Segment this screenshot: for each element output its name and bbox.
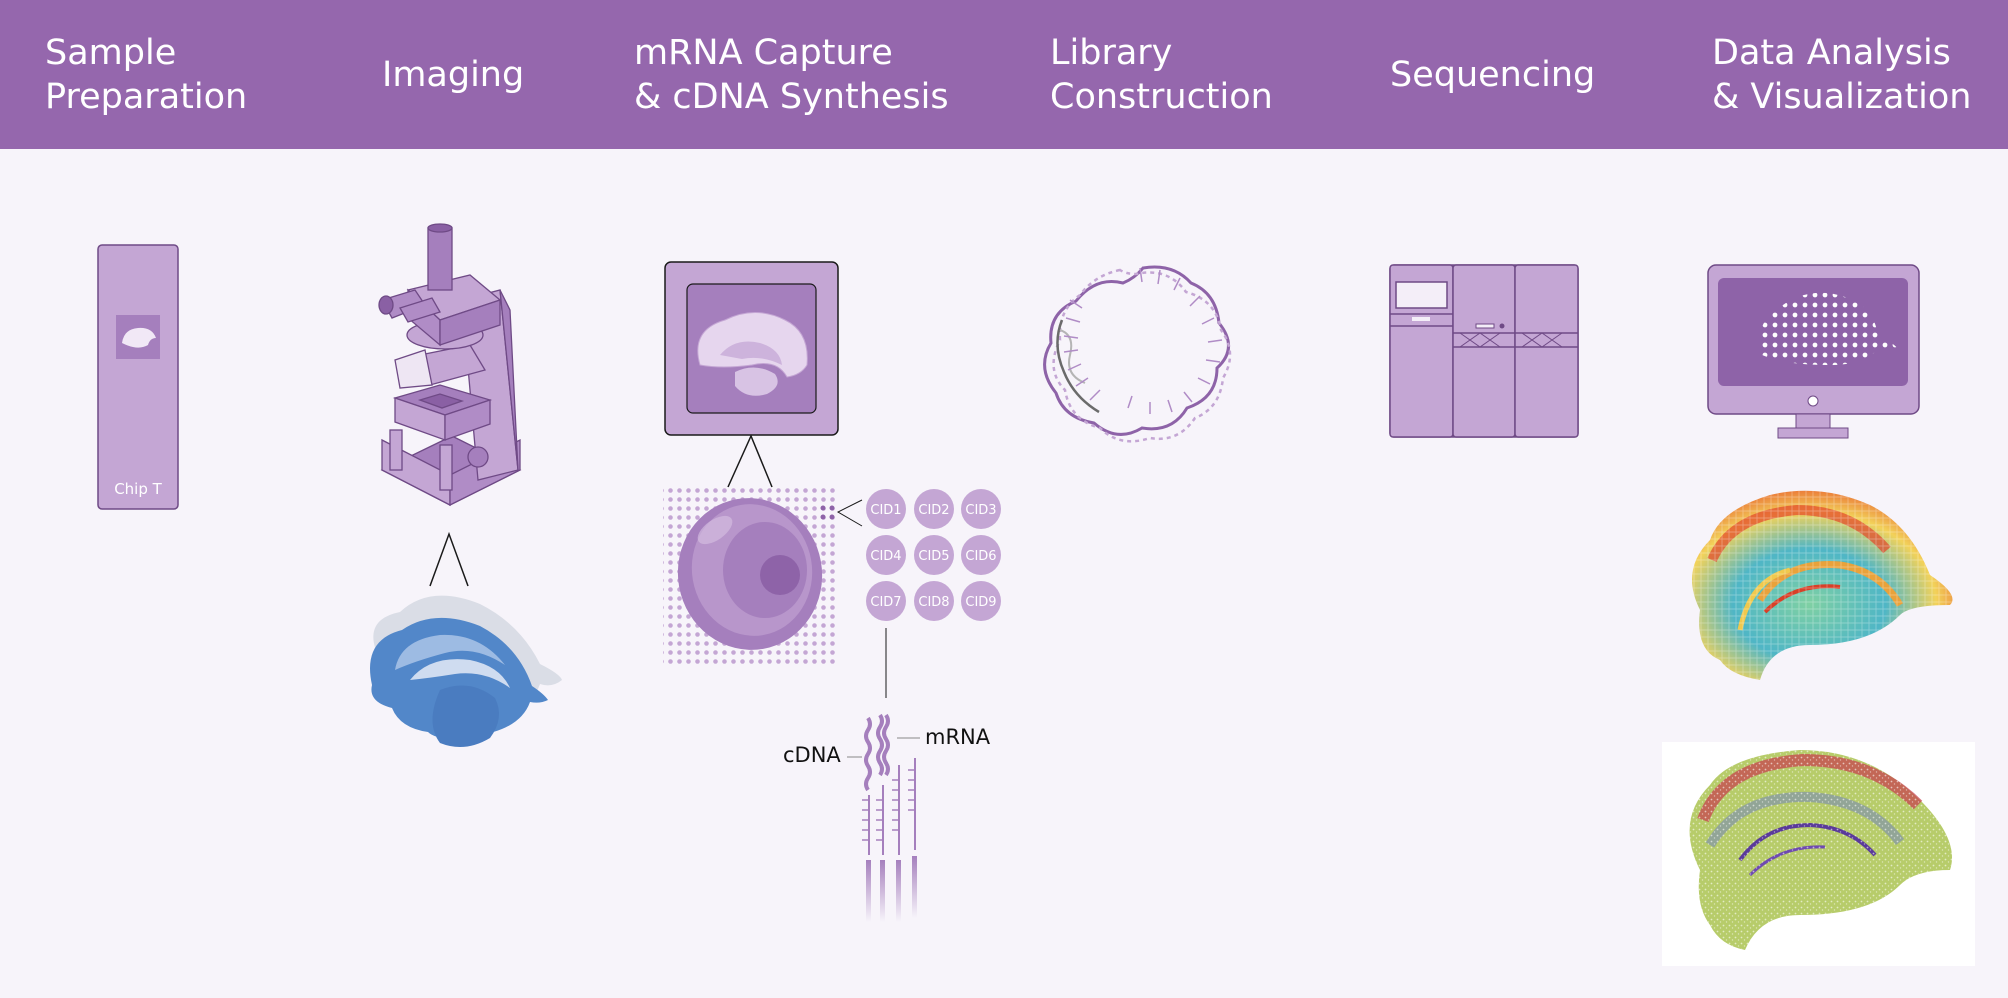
cid-label: CID4 <box>870 549 901 564</box>
step-sample-preparation: Sample Preparation <box>45 32 248 117</box>
cid-label: CID9 <box>965 595 996 610</box>
tissue-section-icon <box>370 595 562 747</box>
step-library-construction: Library Construction <box>1050 32 1273 117</box>
cid-label: CID7 <box>870 595 901 610</box>
cid-label: CID6 <box>965 549 996 564</box>
cid-label: CID3 <box>965 503 996 518</box>
step-sequencing: Sequencing <box>1390 54 1596 95</box>
capture-zoom-lines <box>727 434 773 488</box>
cid-label: CID2 <box>918 503 949 518</box>
cid-circle <box>961 489 1001 529</box>
chip-slide-icon: Chip T <box>97 244 179 510</box>
cell-icon <box>663 488 838 664</box>
cid-circle <box>866 535 906 575</box>
cid-label: CID1 <box>870 503 901 518</box>
step-data-analysis: Data Analysis & Visualization <box>1712 32 1972 117</box>
cid-circle <box>914 581 954 621</box>
cid-zoom-lines <box>836 499 863 527</box>
cid-circle <box>961 581 1001 621</box>
step-imaging: Imaging <box>382 54 525 95</box>
microscope-icon <box>378 223 522 507</box>
sequencer-icon <box>1389 264 1579 438</box>
monitor-icon <box>1707 264 1920 439</box>
cid-circle <box>914 489 954 529</box>
step-mrna-capture: mRNA Capture & cDNA Synthesis <box>634 32 949 117</box>
mrna-label: mRNA <box>925 725 991 749</box>
cid-label: CID5 <box>918 549 949 564</box>
cdna-label: cDNA <box>783 743 841 767</box>
cid-circle <box>914 535 954 575</box>
cdna-strands-icon <box>847 713 920 922</box>
cid-circle <box>961 535 1001 575</box>
chip-label: Chip T <box>114 480 162 498</box>
capture-chip-icon <box>664 261 839 436</box>
cell-cluster-map <box>1662 742 1975 966</box>
dna-circle-icon <box>1043 265 1232 443</box>
cid-label: CID8 <box>918 595 949 610</box>
imaging-zoom-lines <box>429 531 469 587</box>
cid-circle <box>866 489 906 529</box>
spatial-heatmap <box>1692 490 1953 680</box>
cid-grid: CID1 CID2 CID3 CID4 CID5 CID6 CID7 CID8 … <box>866 489 1001 621</box>
cid-circle <box>866 581 906 621</box>
workflow-header: Sample Preparation Imaging mRNA Capture … <box>0 0 2008 149</box>
